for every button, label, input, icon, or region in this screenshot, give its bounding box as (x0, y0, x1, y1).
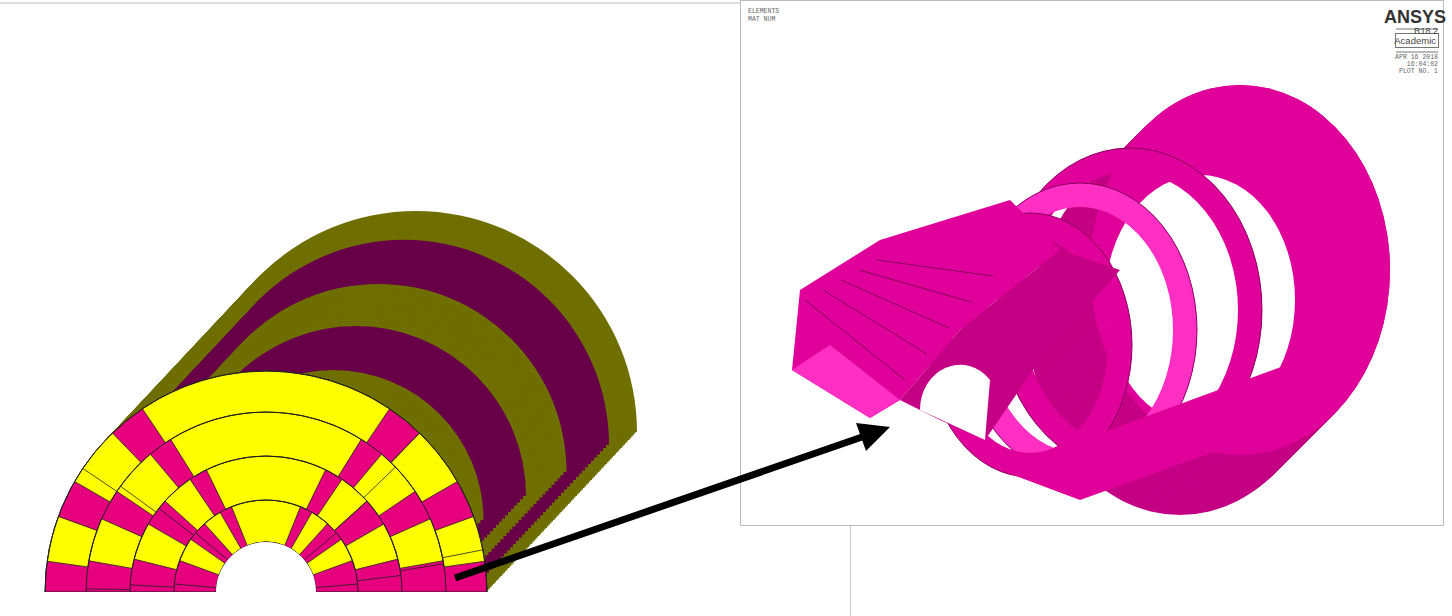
plot-annotation: 16:04:02 (1407, 62, 1438, 69)
plot-annotation: APR 16 2018 (1395, 55, 1438, 62)
plot-annotation: ELEMENTS (748, 9, 779, 16)
block-edge (859, 270, 971, 302)
arrow-shaft (455, 437, 862, 578)
block-edge (841, 280, 949, 328)
block-edge (805, 300, 905, 380)
ring-edge (45, 371, 487, 592)
ring-edge (174, 500, 358, 592)
product-logo: ANSYS (1384, 8, 1446, 26)
division (159, 508, 194, 535)
sector (307, 539, 352, 575)
block-face (792, 345, 900, 418)
frame-line (0, 3, 740, 4)
division (316, 584, 358, 588)
sector (180, 539, 225, 575)
division (83, 468, 117, 491)
bore (216, 542, 316, 592)
division (174, 584, 216, 588)
sector (142, 371, 389, 443)
sector (206, 456, 325, 509)
plot-annotation: Academic (1394, 36, 1436, 46)
division (86, 588, 130, 590)
ring-edge (86, 412, 446, 592)
division (364, 467, 396, 498)
ground (0, 592, 740, 616)
division (304, 533, 336, 560)
bundle (900, 250, 1120, 440)
division (357, 575, 401, 580)
plot-annotation: MAT NUM (748, 17, 775, 24)
ansys-window (741, 1, 1444, 526)
division (130, 585, 174, 587)
cylinder-side (45, 371, 487, 592)
sector (391, 433, 457, 502)
gap (948, 386, 963, 396)
division (196, 533, 228, 560)
cut (920, 365, 990, 440)
ring-edge (216, 542, 316, 592)
front-face (45, 371, 487, 592)
division (400, 564, 443, 571)
rule (1396, 52, 1438, 53)
division (120, 486, 156, 512)
frame-line (850, 526, 851, 616)
sector (232, 500, 301, 546)
sector (75, 433, 141, 502)
block-edge (823, 290, 927, 354)
plot-annotation: R18.2 (1414, 27, 1438, 36)
division (334, 501, 367, 530)
block-edge (877, 260, 993, 276)
body (1000, 330, 1360, 500)
division (391, 433, 419, 462)
arrow (455, 423, 890, 578)
division (443, 550, 483, 558)
arrowhead (856, 423, 890, 451)
ring-edge (130, 456, 402, 592)
plot-annotation: PLOT NO. 1 (1399, 69, 1438, 76)
